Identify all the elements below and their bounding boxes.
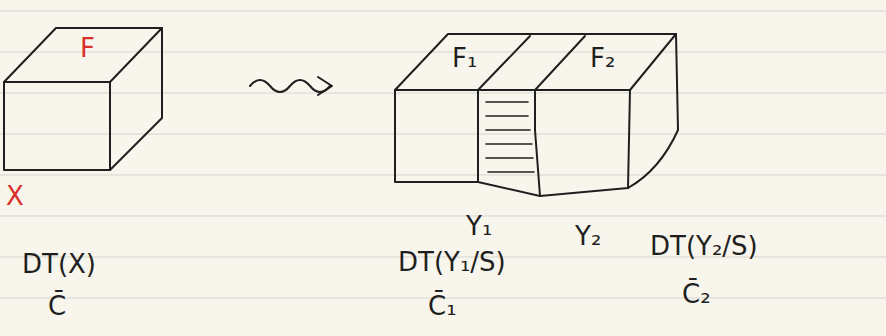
face-label: F₂ (590, 44, 615, 73)
face-label: F (80, 34, 95, 63)
space-label: X (6, 182, 24, 211)
hatching (486, 102, 534, 172)
component-label: Y₂ (575, 222, 601, 251)
invariant-label: DT(X) (22, 250, 96, 279)
class-label: C̄ (48, 292, 66, 321)
squiggle-arrow (250, 77, 332, 95)
face-label: F₁ (452, 44, 477, 73)
degenerate-figure (395, 34, 678, 196)
class-label: C̄₂ (682, 280, 711, 309)
invariant-label: DT(Y₂/S) (650, 232, 758, 261)
component-label: Y₁ (466, 212, 492, 241)
invariant-label: DT(Y₁/S) (398, 248, 506, 277)
class-label: C̄₁ (428, 292, 457, 321)
cube-figure (4, 28, 162, 170)
ruled-lines (0, 11, 886, 298)
